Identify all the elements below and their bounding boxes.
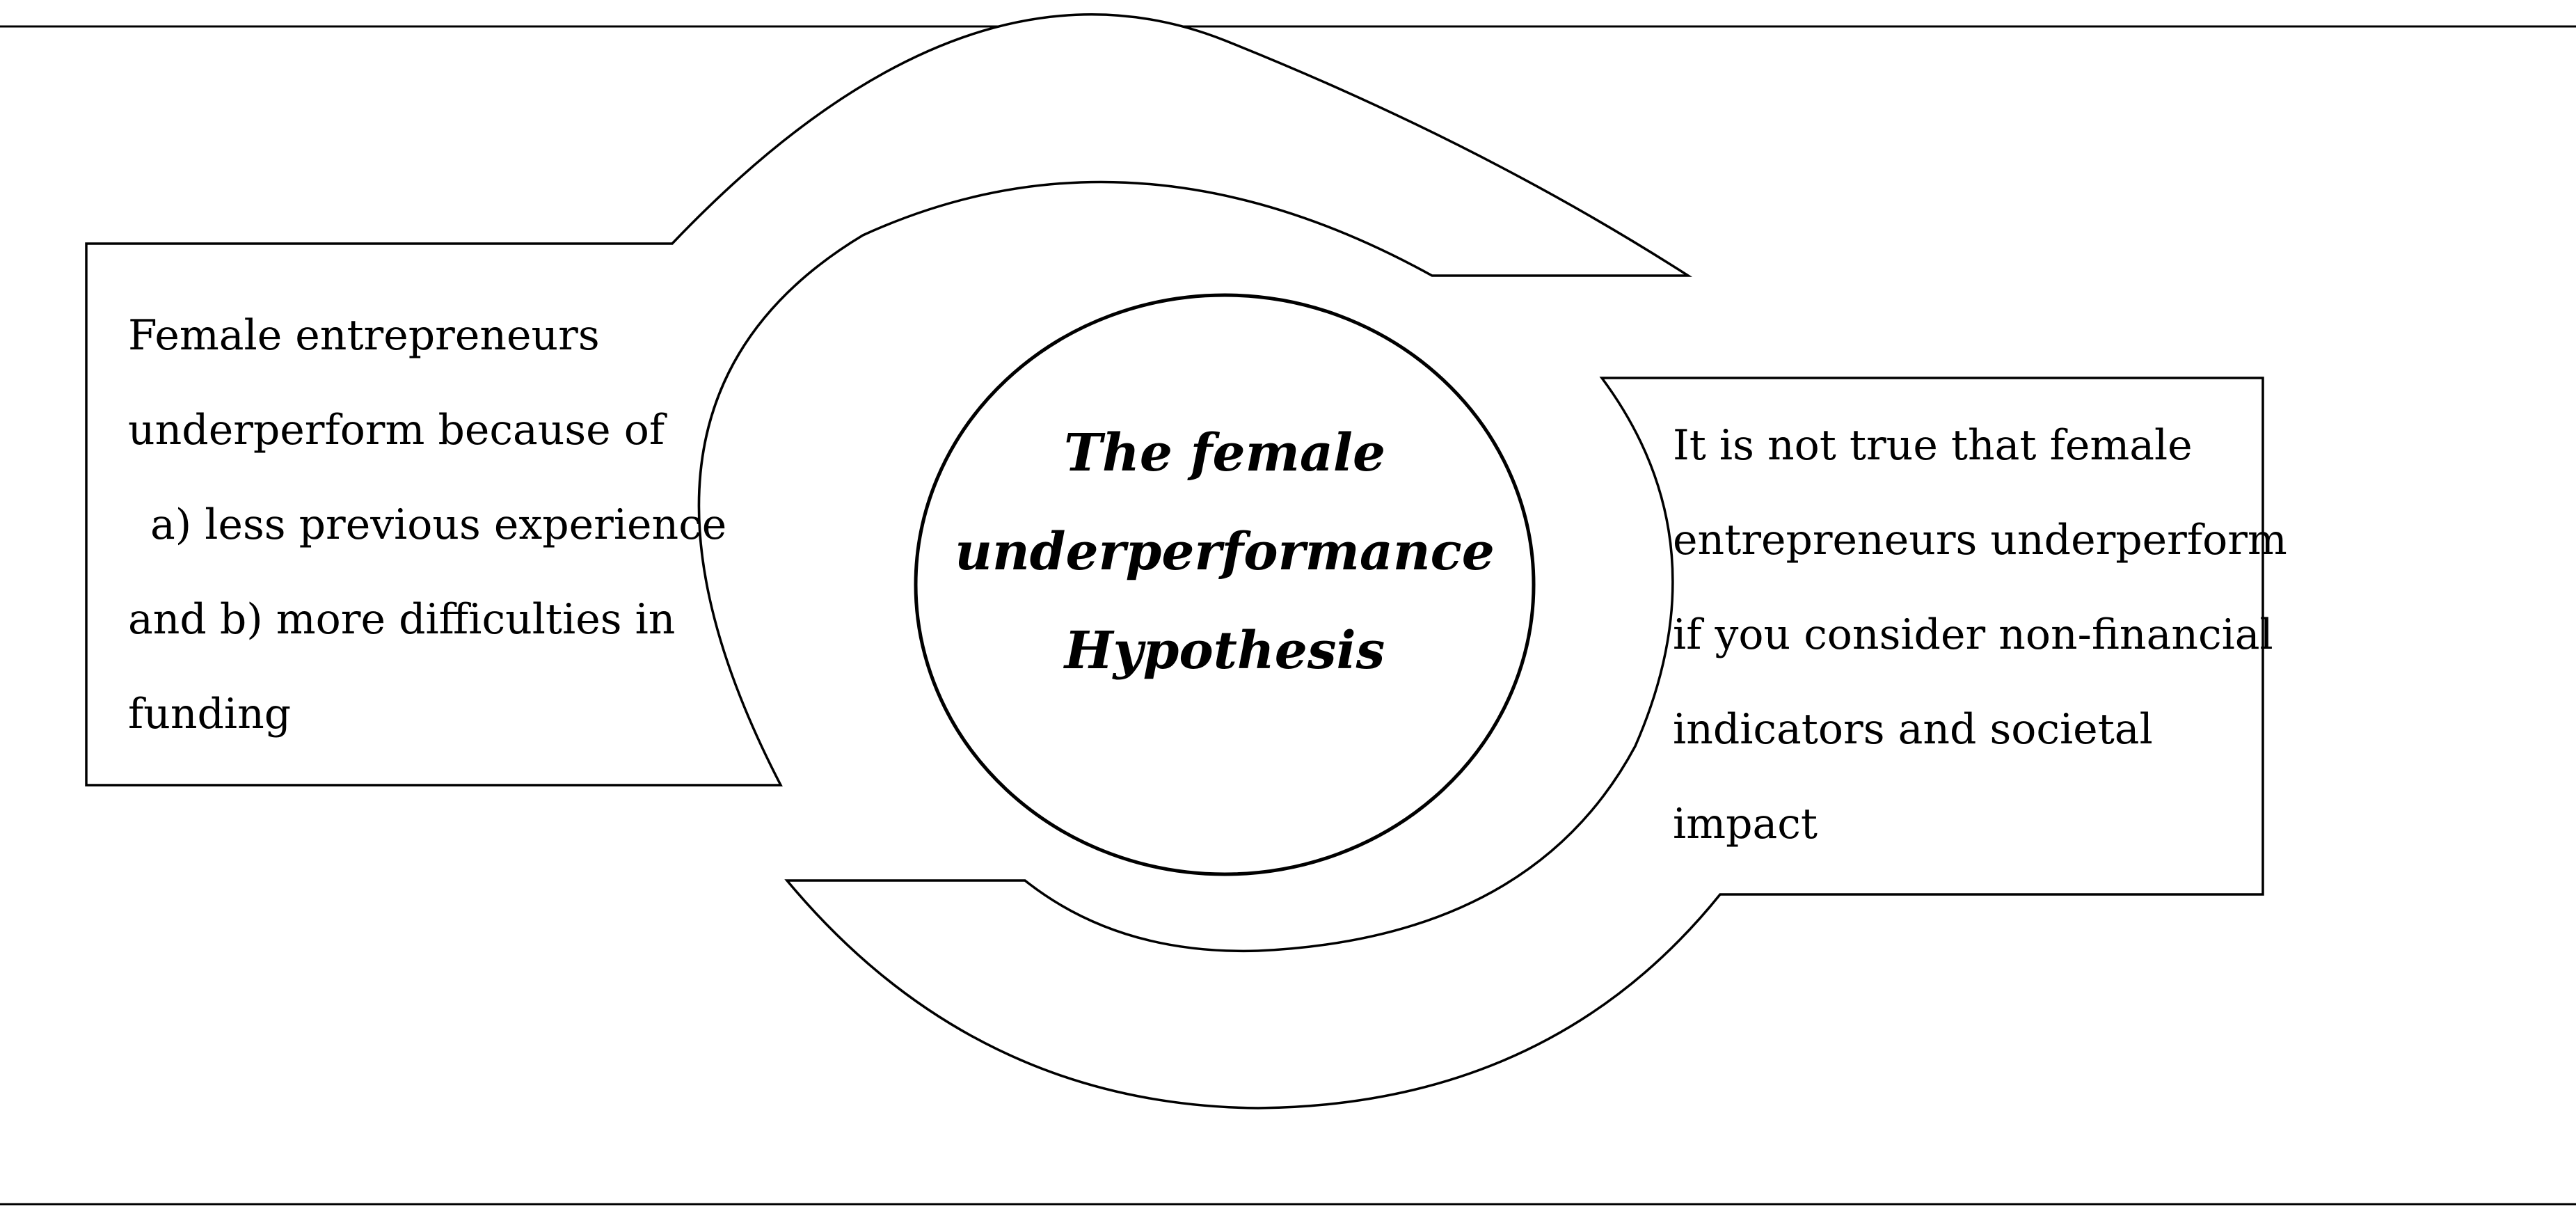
central-hypothesis-ellipse (914, 293, 1536, 876)
left-box-text: Female entrepreneurs underperform becaus… (128, 311, 726, 739)
right-box-line-3: if you consider non-financial (1673, 610, 2273, 659)
left-box-line-5: funding (128, 690, 291, 739)
right-box-line-4: indicators and societal (1673, 705, 2153, 754)
right-callout-arrow (784, 377, 2264, 1109)
left-callout-arrow (85, 13, 1692, 787)
right-box-line-5: impact (1673, 800, 1818, 848)
left-box-line-4: and b) more difficulties in (128, 595, 675, 644)
left-box-line-3: a) less previous experience (150, 500, 726, 549)
center-title-line-3: Hypothesis (1063, 621, 1385, 681)
left-box-line-2: underperform because of (128, 406, 667, 455)
right-box-text: It is not true that female entrepreneurs… (1673, 421, 2287, 848)
center-title-line-2: underperformance (955, 522, 1495, 582)
right-box-line-2: entrepreneurs underperform (1673, 516, 2287, 564)
center-title-line-1: The female (1064, 423, 1385, 483)
right-box-line-1: It is not true that female (1673, 421, 2193, 470)
left-box-line-1: Female entrepreneurs (128, 311, 600, 360)
